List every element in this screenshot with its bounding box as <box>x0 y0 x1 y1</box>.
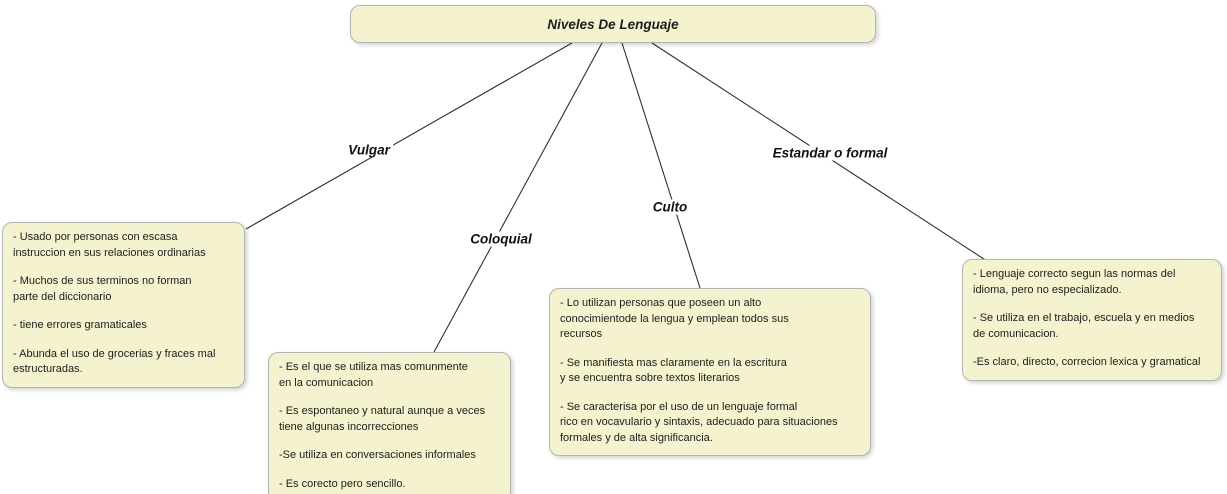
text-line: recursos <box>560 328 603 340</box>
text-line: tiene algunas incorrecciones <box>279 420 419 433</box>
text-line: - Se utiliza en el trabajo, escuela y en… <box>973 312 1195 324</box>
paragraph: - Abunda el uso de grocerias y fraces ma… <box>13 347 234 378</box>
root-node-title: Niveles De Lenguaje <box>547 16 679 32</box>
text-line: - Abunda el uso de grocerias y fraces ma… <box>13 347 216 360</box>
text-line: - Es espontaneo y natural aunque a veces <box>279 405 486 417</box>
paragraph: -Se utiliza en conversaciones informales <box>279 448 500 464</box>
text-line: instruccion en sus relaciones ordinarias <box>13 246 206 259</box>
paragraph: - Se utiliza en el trabajo, escuela y en… <box>973 311 1211 342</box>
paragraph: - tiene errores gramaticales <box>13 318 234 334</box>
text-line: en la comunicacion <box>279 376 374 389</box>
branch-box-coloquial[interactable]: - Es el que se utiliza mas comunmente en… <box>268 352 511 494</box>
text-line: -Es claro, directo, correcion lexica y g… <box>973 356 1201 368</box>
paragraph: - Se caracterisa por el uso de un lengua… <box>560 400 860 447</box>
paragraph: -Es claro, directo, correcion lexica y g… <box>973 355 1211 371</box>
paragraph: - Muchos de sus terminos no forman parte… <box>13 274 234 305</box>
text-line: conocimientode la lengua y emplean todos… <box>560 312 789 325</box>
connector-line-culto <box>621 42 701 289</box>
text-line: - Muchos de sus terminos no forman <box>13 275 192 287</box>
edge-label-coloquial[interactable]: Coloquial <box>467 231 535 247</box>
text-line: y se encuentra sobre textos literarios <box>560 372 740 384</box>
edge-label-estandar[interactable]: Estandar o formal <box>769 145 891 161</box>
text-line: - Usado por personas con escasa <box>13 231 178 243</box>
edge-label-vulgar[interactable]: Vulgar <box>345 142 393 158</box>
connector-line-vulgar <box>245 42 573 230</box>
text-line: - Es el que se utiliza mas comunmente <box>279 361 468 373</box>
branch-box-culto[interactable]: - Lo utilizan personas que poseen un alt… <box>549 288 871 456</box>
text-line: estructuradas. <box>13 363 83 375</box>
text-line: parte del diccionario <box>13 290 112 303</box>
text-line: rico en vocavulario y sintaxis, adecuado… <box>560 416 838 428</box>
text-line: - Lenguaje correcto segun las normas del <box>973 268 1176 280</box>
paragraph: - Es espontaneo y natural aunque a veces… <box>279 404 500 435</box>
text-line: -Se utiliza en conversaciones informales <box>279 449 476 461</box>
paragraph: - Es el que se utiliza mas comunmente en… <box>279 360 500 391</box>
branch-box-vulgar[interactable]: - Usado por personas con escasa instrucc… <box>2 222 245 388</box>
connector-line-coloquial <box>433 42 603 353</box>
text-line: - Se manifiesta mas claramente en la esc… <box>560 356 787 369</box>
branch-box-estandar[interactable]: - Lenguaje correcto segun las normas del… <box>962 259 1222 381</box>
text-line: formales y de alta significancia. <box>560 431 713 444</box>
text-line: - Se caracterisa por el uso de un lengua… <box>560 400 798 413</box>
paragraph: - Es corecto pero sencillo. <box>279 477 500 493</box>
paragraph: - Se manifiesta mas claramente en la esc… <box>560 356 860 387</box>
edge-label-culto[interactable]: Culto <box>649 199 691 215</box>
text-line: de comunicacion. <box>973 327 1059 340</box>
root-node[interactable]: Niveles De Lenguaje <box>350 5 876 43</box>
text-line: idioma, pero no especializado. <box>973 283 1122 296</box>
paragraph: - Lenguaje correcto segun las normas del… <box>973 267 1211 298</box>
text-line: - Es corecto pero sencillo. <box>279 477 406 490</box>
text-line: - Lo utilizan personas que poseen un alt… <box>560 297 762 309</box>
paragraph: - Lo utilizan personas que poseen un alt… <box>560 296 860 343</box>
paragraph: - Usado por personas con escasa instrucc… <box>13 230 234 261</box>
text-line: - tiene errores gramaticales <box>13 319 147 331</box>
